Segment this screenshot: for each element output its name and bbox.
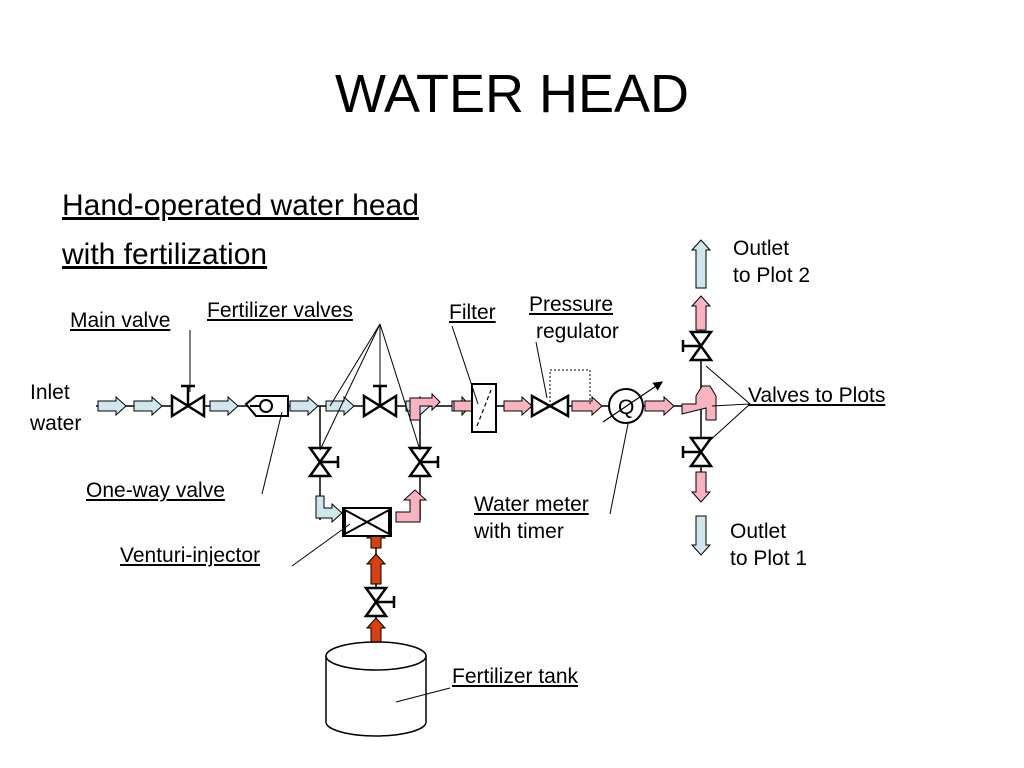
tank-valve-symbol	[363, 586, 396, 618]
callout-lines	[189, 323, 752, 703]
outlet-plot2-label-2: to Plot 2	[733, 264, 811, 287]
pressure-regulator-symbol	[530, 369, 591, 419]
outlet-plot2-label-1: Outlet	[733, 237, 790, 260]
filter-symbol	[471, 383, 497, 433]
water-meter-label-2: with timer	[474, 520, 564, 543]
fertilizer-valve-right-symbol	[407, 446, 440, 478]
plot1-valve-symbol	[681, 436, 714, 468]
plot2-valve-symbol	[681, 330, 714, 362]
subtitle-line-1: Hand-operated water head	[62, 189, 419, 222]
fertilizer-valve-left-symbol	[307, 446, 340, 478]
inlet-label-1: Inlet	[30, 381, 70, 404]
water-meter-symbol	[602, 381, 663, 424]
inlet-label-2: water	[30, 412, 82, 435]
pressure-regulator-label-2: regulator	[536, 320, 619, 343]
valves-to-plots-label: Valves to Plots	[748, 384, 886, 407]
venturi-injector-symbol	[342, 507, 392, 537]
outlet-plot1-label-1: Outlet	[730, 520, 787, 543]
filtered-flow-arrows	[395, 295, 717, 523]
venturi-injector-label: Venturi-injector	[120, 544, 261, 567]
meter-q-glyph: Q	[618, 396, 634, 419]
fertilizer-valves-label: Fertilizer valves	[207, 299, 353, 322]
fertilizer-tank-label: Fertilizer tank	[452, 665, 579, 688]
main-valve-symbol	[170, 384, 206, 419]
outlet-plot1-label-2: to Plot 1	[730, 547, 808, 570]
one-way-valve-label: One-way valve	[86, 479, 225, 502]
fertilizer-tank-symbol	[325, 641, 427, 737]
pressure-regulator-label-1: Pressure	[529, 293, 614, 316]
one-way-valve-symbol	[244, 395, 289, 417]
filter-label: Filter	[449, 301, 496, 324]
subtitle-line-2: with fertilization	[62, 238, 268, 271]
main-valve-label: Main valve	[70, 309, 171, 332]
water-meter-label-1: Water meter	[474, 493, 589, 516]
page-title: WATER HEAD	[334, 64, 689, 124]
